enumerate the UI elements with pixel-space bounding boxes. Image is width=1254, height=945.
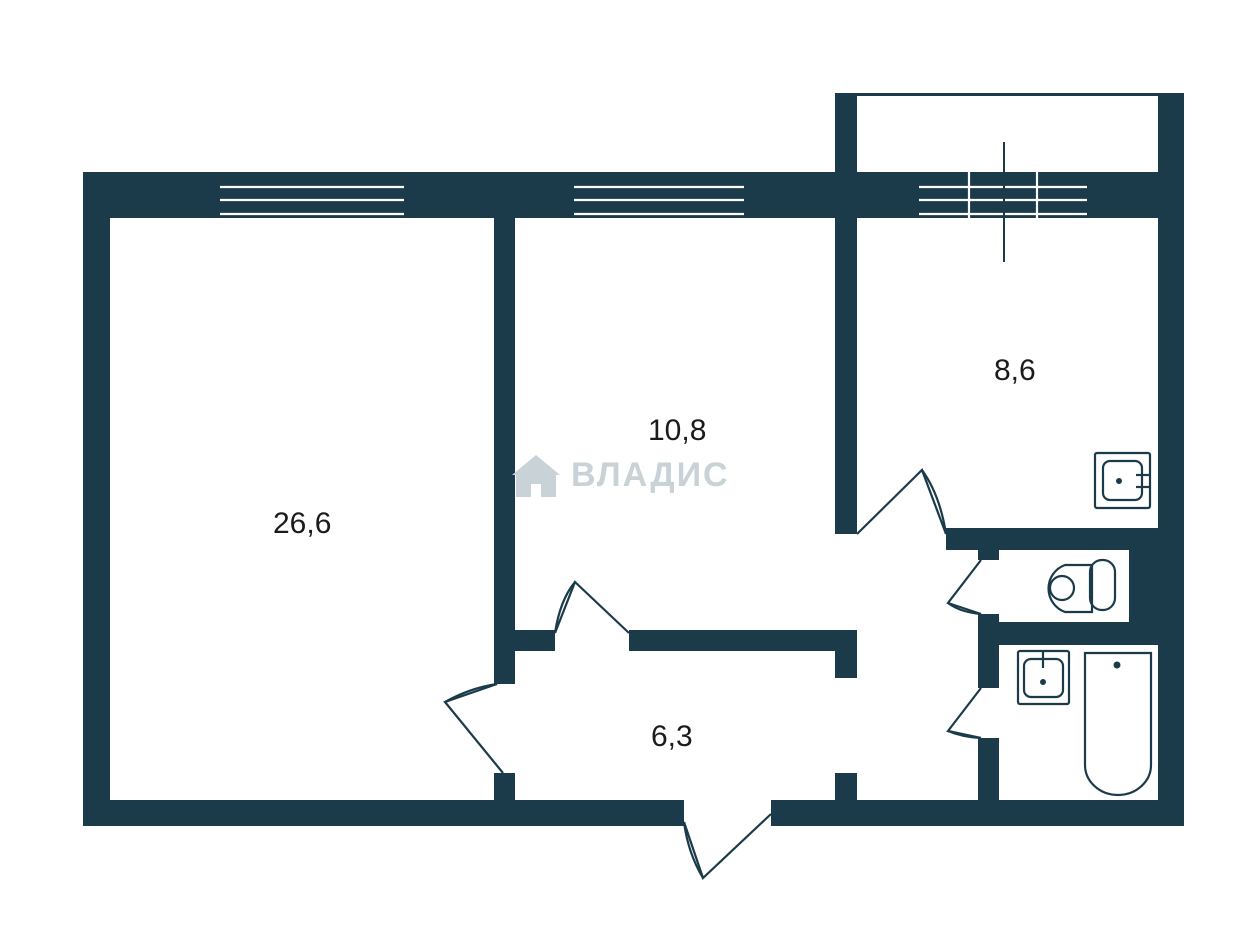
kitchen-sink-icon — [1093, 451, 1152, 510]
outer-walls — [83, 172, 1184, 826]
watermark-text: ВЛАДИС — [571, 456, 730, 494]
door-entrance — [682, 813, 772, 880]
room-area-hallway: 6,3 — [651, 720, 693, 753]
toilet-icon — [1047, 558, 1117, 614]
bathroom-sink-icon — [1016, 649, 1071, 706]
room-area-bedroom: 10,8 — [648, 414, 706, 447]
door-toilet — [946, 559, 982, 616]
window-kitchen-balcony-door — [919, 142, 1087, 262]
room-area-kitchen: 8,6 — [994, 354, 1036, 387]
balcony — [835, 93, 1184, 183]
door-bedroom — [553, 580, 630, 634]
watermark: ВЛАДИС — [512, 455, 730, 497]
interior-walls — [494, 218, 1158, 800]
bathtub-icon — [1083, 651, 1153, 797]
door-kitchen — [856, 468, 948, 535]
window-living — [220, 172, 404, 218]
room-area-living: 26,6 — [273, 507, 331, 540]
house-logo-icon — [512, 455, 560, 497]
door-bathroom — [946, 687, 982, 740]
window-bedroom — [574, 172, 744, 218]
door-living — [443, 682, 504, 774]
